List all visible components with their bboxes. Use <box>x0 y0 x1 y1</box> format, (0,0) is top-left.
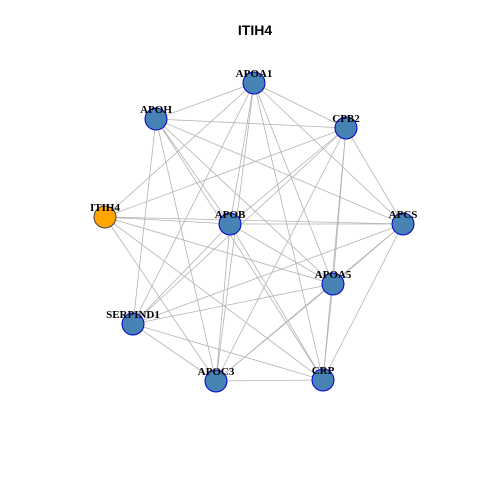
node-serpind1: SERPIND1 <box>106 309 160 336</box>
node-apoa1: APOA1 <box>236 68 273 95</box>
graph-title: ITIH4 <box>238 22 272 38</box>
node-cpb2: CPB2 <box>332 113 360 140</box>
node-circle-apcs <box>391 212 415 236</box>
edge-apoa5-crp <box>322 283 334 381</box>
edge-apoh-cpb2 <box>155 118 347 129</box>
node-apoa5: APOA5 <box>315 269 352 296</box>
node-apob: APOB <box>215 209 246 236</box>
node-label-apoh: APOH <box>140 104 172 116</box>
edge-serpind1-apoc3 <box>132 323 217 382</box>
edge-apoh-apob <box>155 118 231 225</box>
edge-layer <box>104 82 404 382</box>
edge-apoa5-serpind1 <box>132 283 334 325</box>
edge-apoh-apoa5 <box>155 118 334 285</box>
node-apcs: APCS <box>389 209 418 236</box>
node-circle-serpind1 <box>121 312 145 336</box>
node-label-apcs: APCS <box>389 209 418 221</box>
edge-cpb2-itih4 <box>104 127 347 218</box>
edge-apoh-apoc3 <box>155 118 217 382</box>
edge-itih4-apoc3 <box>104 216 217 382</box>
edge-apoa1-itih4 <box>104 82 255 218</box>
node-circle-apoa5 <box>321 272 345 296</box>
node-itih4: ITIH4 <box>90 202 120 229</box>
node-circle-cpb2 <box>334 116 358 140</box>
node-circle-crp <box>311 368 335 392</box>
edge-apoa5-apoc3 <box>215 283 334 382</box>
edge-apoa1-apcs <box>253 82 404 225</box>
edge-apoh-serpind1 <box>132 118 157 325</box>
edge-apcs-crp <box>322 223 404 381</box>
node-apoh: APOH <box>140 104 172 131</box>
node-circle-apoh <box>144 107 168 131</box>
edge-apoa1-apoa5 <box>253 82 334 285</box>
edge-cpb2-apoc3 <box>215 127 347 382</box>
node-circle-itih4 <box>93 205 117 229</box>
edge-apoa1-crp <box>253 82 324 381</box>
node-label-apoa1: APOA1 <box>236 68 273 80</box>
edge-cpb2-apcs <box>345 127 404 225</box>
edge-itih4-crp <box>104 216 324 381</box>
edge-cpb2-apob <box>229 127 347 225</box>
edge-apoc3-crp <box>215 379 324 382</box>
edge-cpb2-crp <box>322 127 347 381</box>
node-label-apoc3: APOC3 <box>198 366 235 378</box>
edge-serpind1-crp <box>132 323 324 381</box>
edge-apcs-serpind1 <box>132 223 404 325</box>
edge-apob-crp <box>229 223 324 381</box>
edge-itih4-apoa5 <box>104 216 334 285</box>
edge-apob-apoc3 <box>215 223 231 382</box>
node-circle-apob <box>218 212 242 236</box>
node-crp: CRP <box>311 365 335 392</box>
edge-apoa1-apoh <box>155 82 255 120</box>
node-label-apoa5: APOA5 <box>315 269 352 281</box>
edge-apoa1-apob <box>229 82 255 225</box>
node-circle-apoa1 <box>242 71 266 95</box>
edge-apob-serpind1 <box>132 223 231 325</box>
edge-apob-apoa5 <box>229 223 334 285</box>
edge-apoh-crp <box>155 118 324 381</box>
node-label-cpb2: CPB2 <box>332 113 360 125</box>
node-label-crp: CRP <box>312 365 335 377</box>
edge-apoa1-serpind1 <box>132 82 255 325</box>
node-label-apob: APOB <box>215 209 246 221</box>
node-apoc3: APOC3 <box>198 366 235 393</box>
node-circle-apoc3 <box>204 369 228 393</box>
edge-apoa1-cpb2 <box>253 82 347 129</box>
edge-apoh-apcs <box>155 118 404 225</box>
edge-itih4-apob <box>104 216 231 225</box>
node-label-itih4: ITIH4 <box>90 202 120 214</box>
edge-itih4-apcs <box>104 216 404 225</box>
node-label-serpind1: SERPIND1 <box>106 309 160 321</box>
